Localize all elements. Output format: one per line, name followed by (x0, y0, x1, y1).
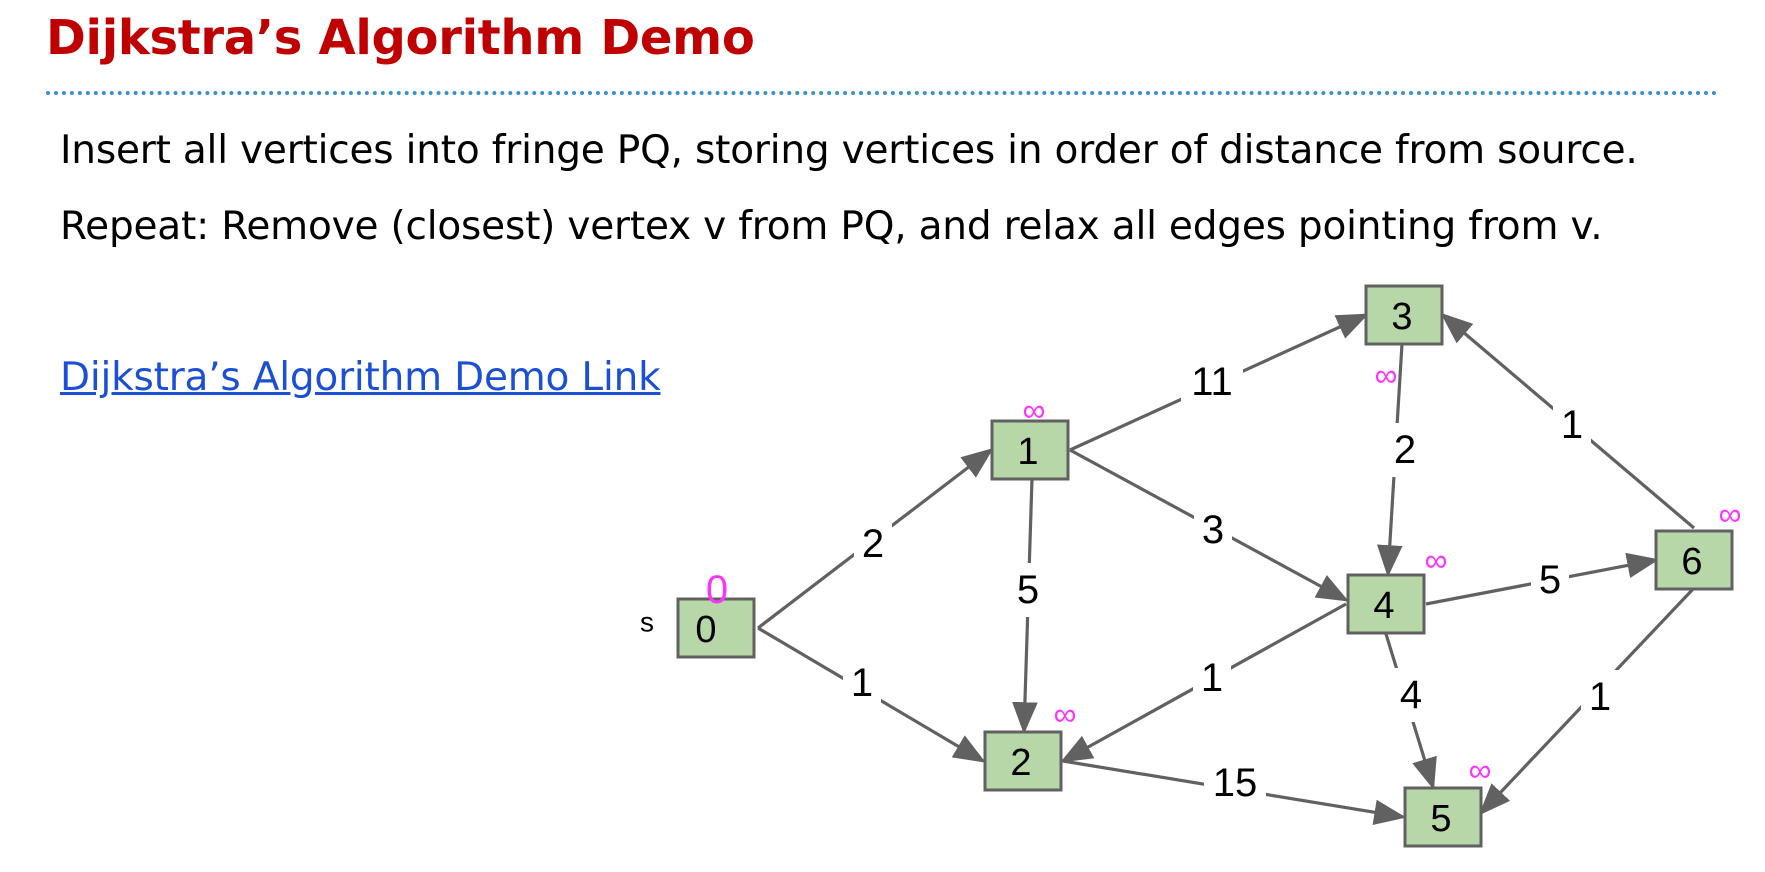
edge-weight-background (854, 517, 892, 571)
edge-weight-2-5: 15 (1213, 761, 1258, 805)
edge-weight-1-3: 11 (1191, 360, 1233, 404)
vertex-3: 3∞ (1364, 284, 1444, 393)
vertex-box (1403, 786, 1483, 848)
vertex-label: 0 (695, 609, 716, 651)
edge-weight-4-2: 1 (1201, 656, 1223, 700)
edge-weight-1-2: 5 (1017, 568, 1039, 612)
edge-weight-background (1194, 503, 1232, 557)
edge-weight-background (1204, 756, 1266, 810)
vertex-box (990, 419, 1070, 481)
vertex-distance: ∞ (1469, 752, 1492, 788)
edge-weight-1-4: 3 (1202, 508, 1224, 552)
edge-weight-4-5: 4 (1400, 673, 1422, 717)
vertex-box (1364, 284, 1444, 346)
vertex-label: 1 (1017, 431, 1038, 473)
instruction-line-2: Repeat: Remove (closest) vertex v from P… (60, 204, 1603, 249)
vertex-0: 00 (676, 568, 756, 659)
vertex-label: 3 (1391, 296, 1412, 338)
edge-weight-3-4: 2 (1394, 428, 1416, 472)
vertex-box (1346, 573, 1426, 635)
vertex-1: 1∞ (990, 392, 1070, 481)
title-divider (46, 91, 1718, 95)
edge-weight-background (1581, 670, 1619, 724)
edge-weight-background (1009, 563, 1047, 617)
edge-weight-6-3: 1 (1561, 403, 1583, 447)
vertex-label: 6 (1681, 541, 1702, 583)
vertex-6: 6∞ (1654, 496, 1742, 591)
vertex-box (1654, 529, 1734, 591)
edge-weight-background (1181, 355, 1243, 409)
vertex-distance: ∞ (1054, 696, 1077, 732)
demo-link[interactable]: Dijkstra’s Algorithm Demo Link (60, 355, 661, 400)
edge-weight-background (1553, 398, 1591, 452)
edge-weight-0-1: 2 (862, 522, 884, 566)
vertex-distance: ∞ (1023, 392, 1046, 428)
vertex-box (676, 597, 756, 659)
edge-weight-background (1386, 423, 1424, 477)
instruction-line-1: Insert all vertices into fringe PQ, stor… (60, 128, 1638, 173)
vertex-distance: ∞ (1425, 542, 1448, 578)
vertex-label: 2 (1010, 742, 1031, 784)
vertex-5: 5∞ (1403, 752, 1492, 848)
edge-weight-0-2: 1 (851, 661, 873, 705)
edge-weight-6-5: 1 (1589, 675, 1611, 719)
source-marker: s (640, 607, 654, 638)
edge-weight-background (843, 656, 881, 710)
edge-weight-background (1531, 553, 1569, 607)
edge-weight-background (1193, 651, 1231, 705)
nodes-layer: 001∞2∞3∞4∞5∞6∞s (640, 284, 1742, 848)
vertex-2: 2∞ (983, 696, 1077, 792)
vertex-distance: ∞ (1719, 496, 1742, 532)
edge-weight-background (1392, 668, 1430, 722)
vertex-box (983, 730, 1063, 792)
vertex-4: 4∞ (1346, 542, 1448, 635)
slide-title: Dijkstra’s Algorithm Demo (46, 10, 755, 66)
vertex-label: 4 (1373, 585, 1394, 627)
vertex-label: 5 (1430, 798, 1451, 840)
edge-weight-4-6: 5 (1539, 558, 1561, 602)
vertex-distance: ∞ (1375, 357, 1398, 393)
vertex-distance: 0 (706, 568, 728, 612)
